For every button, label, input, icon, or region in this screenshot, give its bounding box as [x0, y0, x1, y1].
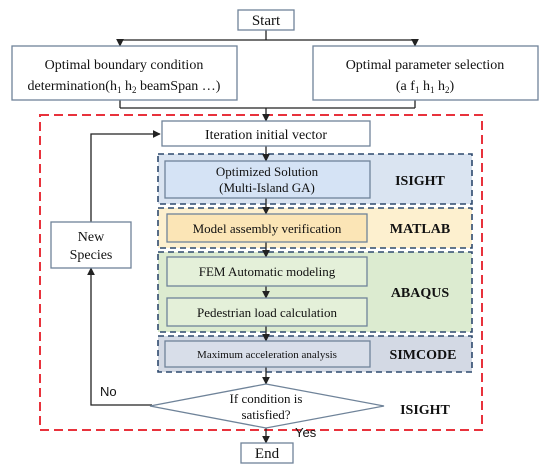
model-assembly-verification-label: Model assembly verification — [193, 221, 342, 236]
boundary-condition-sub-1: 1 — [117, 85, 122, 95]
maximum-acceleration-analysis-label: Maximum acceleration analysis — [197, 349, 337, 361]
yes-edge-label: Yes — [295, 425, 317, 440]
start-node — [237, 9, 295, 31]
edge-no-to-new-species — [87, 267, 152, 406]
parameter-selection-text-d: ) — [449, 79, 454, 94]
no-edge-label: No — [100, 384, 117, 399]
fem-automatic-modeling-label: FEM Automatic modeling — [199, 264, 336, 279]
parameter-selection-text-a: (a f — [396, 79, 415, 94]
parameter-selection-sub-3: 2 — [445, 85, 450, 95]
parameter-selection-sub-1: 1 — [415, 85, 420, 95]
pedestrian-load-calculation-label: Pedestrian load calculation — [197, 305, 338, 320]
parameter-selection-line2: (a f1 h1 h2) — [396, 79, 455, 95]
iteration-initial-vector-box — [161, 120, 371, 147]
pedestrian-load-calculation-box — [166, 297, 368, 327]
parameter-selection-text-c: h — [434, 79, 445, 94]
end-label: End — [255, 446, 280, 462]
start-label: Start — [252, 13, 281, 29]
boundary-condition-text-a: determination(h — [28, 79, 117, 94]
new-species-line1: New — [78, 230, 105, 245]
boundary-condition-text-b: h — [121, 79, 132, 94]
boundary-condition-box — [11, 45, 238, 101]
boundary-condition-line1: Optimal boundary condition — [45, 58, 204, 73]
parameter-selection-text-b: h — [419, 79, 430, 94]
edge-new-species-to-iteration — [90, 130, 161, 222]
iteration-initial-vector-label: Iteration initial vector — [205, 128, 327, 143]
matlab-label: MATLAB — [390, 222, 450, 237]
optimized-solution-line1: Optimized Solution — [216, 164, 319, 179]
maximum-acceleration-analysis-box — [164, 340, 371, 368]
isight-bottom-label: ISIGHT — [400, 403, 450, 418]
new-species-box — [50, 221, 132, 269]
fem-automatic-modeling-box — [166, 256, 368, 287]
parameter-selection-sub-2: 1 — [430, 85, 435, 95]
model-assembly-verification-box — [166, 213, 368, 243]
boundary-condition-text-c: beamSpan …) — [136, 79, 220, 94]
end-node — [240, 442, 294, 464]
condition-line1: If condition is — [230, 391, 303, 406]
simcode-label: SIMCODE — [390, 348, 457, 363]
optimized-solution-box — [164, 160, 371, 199]
boundary-condition-line2: determination(h1 h2 beamSpan …) — [28, 79, 221, 95]
boundary-condition-sub-2: 2 — [132, 85, 137, 95]
condition-diamond — [149, 383, 385, 429]
isight-top-label: ISIGHT — [395, 174, 445, 189]
parameter-selection-box — [312, 45, 539, 101]
abaqus-label: ABAQUS — [391, 286, 450, 301]
condition-line2: satisfied? — [241, 407, 290, 422]
parameter-selection-line1: Optimal parameter selection — [346, 58, 505, 73]
new-species-line2: Species — [70, 248, 113, 263]
optimized-solution-line2: (Multi-Island GA) — [219, 180, 315, 195]
